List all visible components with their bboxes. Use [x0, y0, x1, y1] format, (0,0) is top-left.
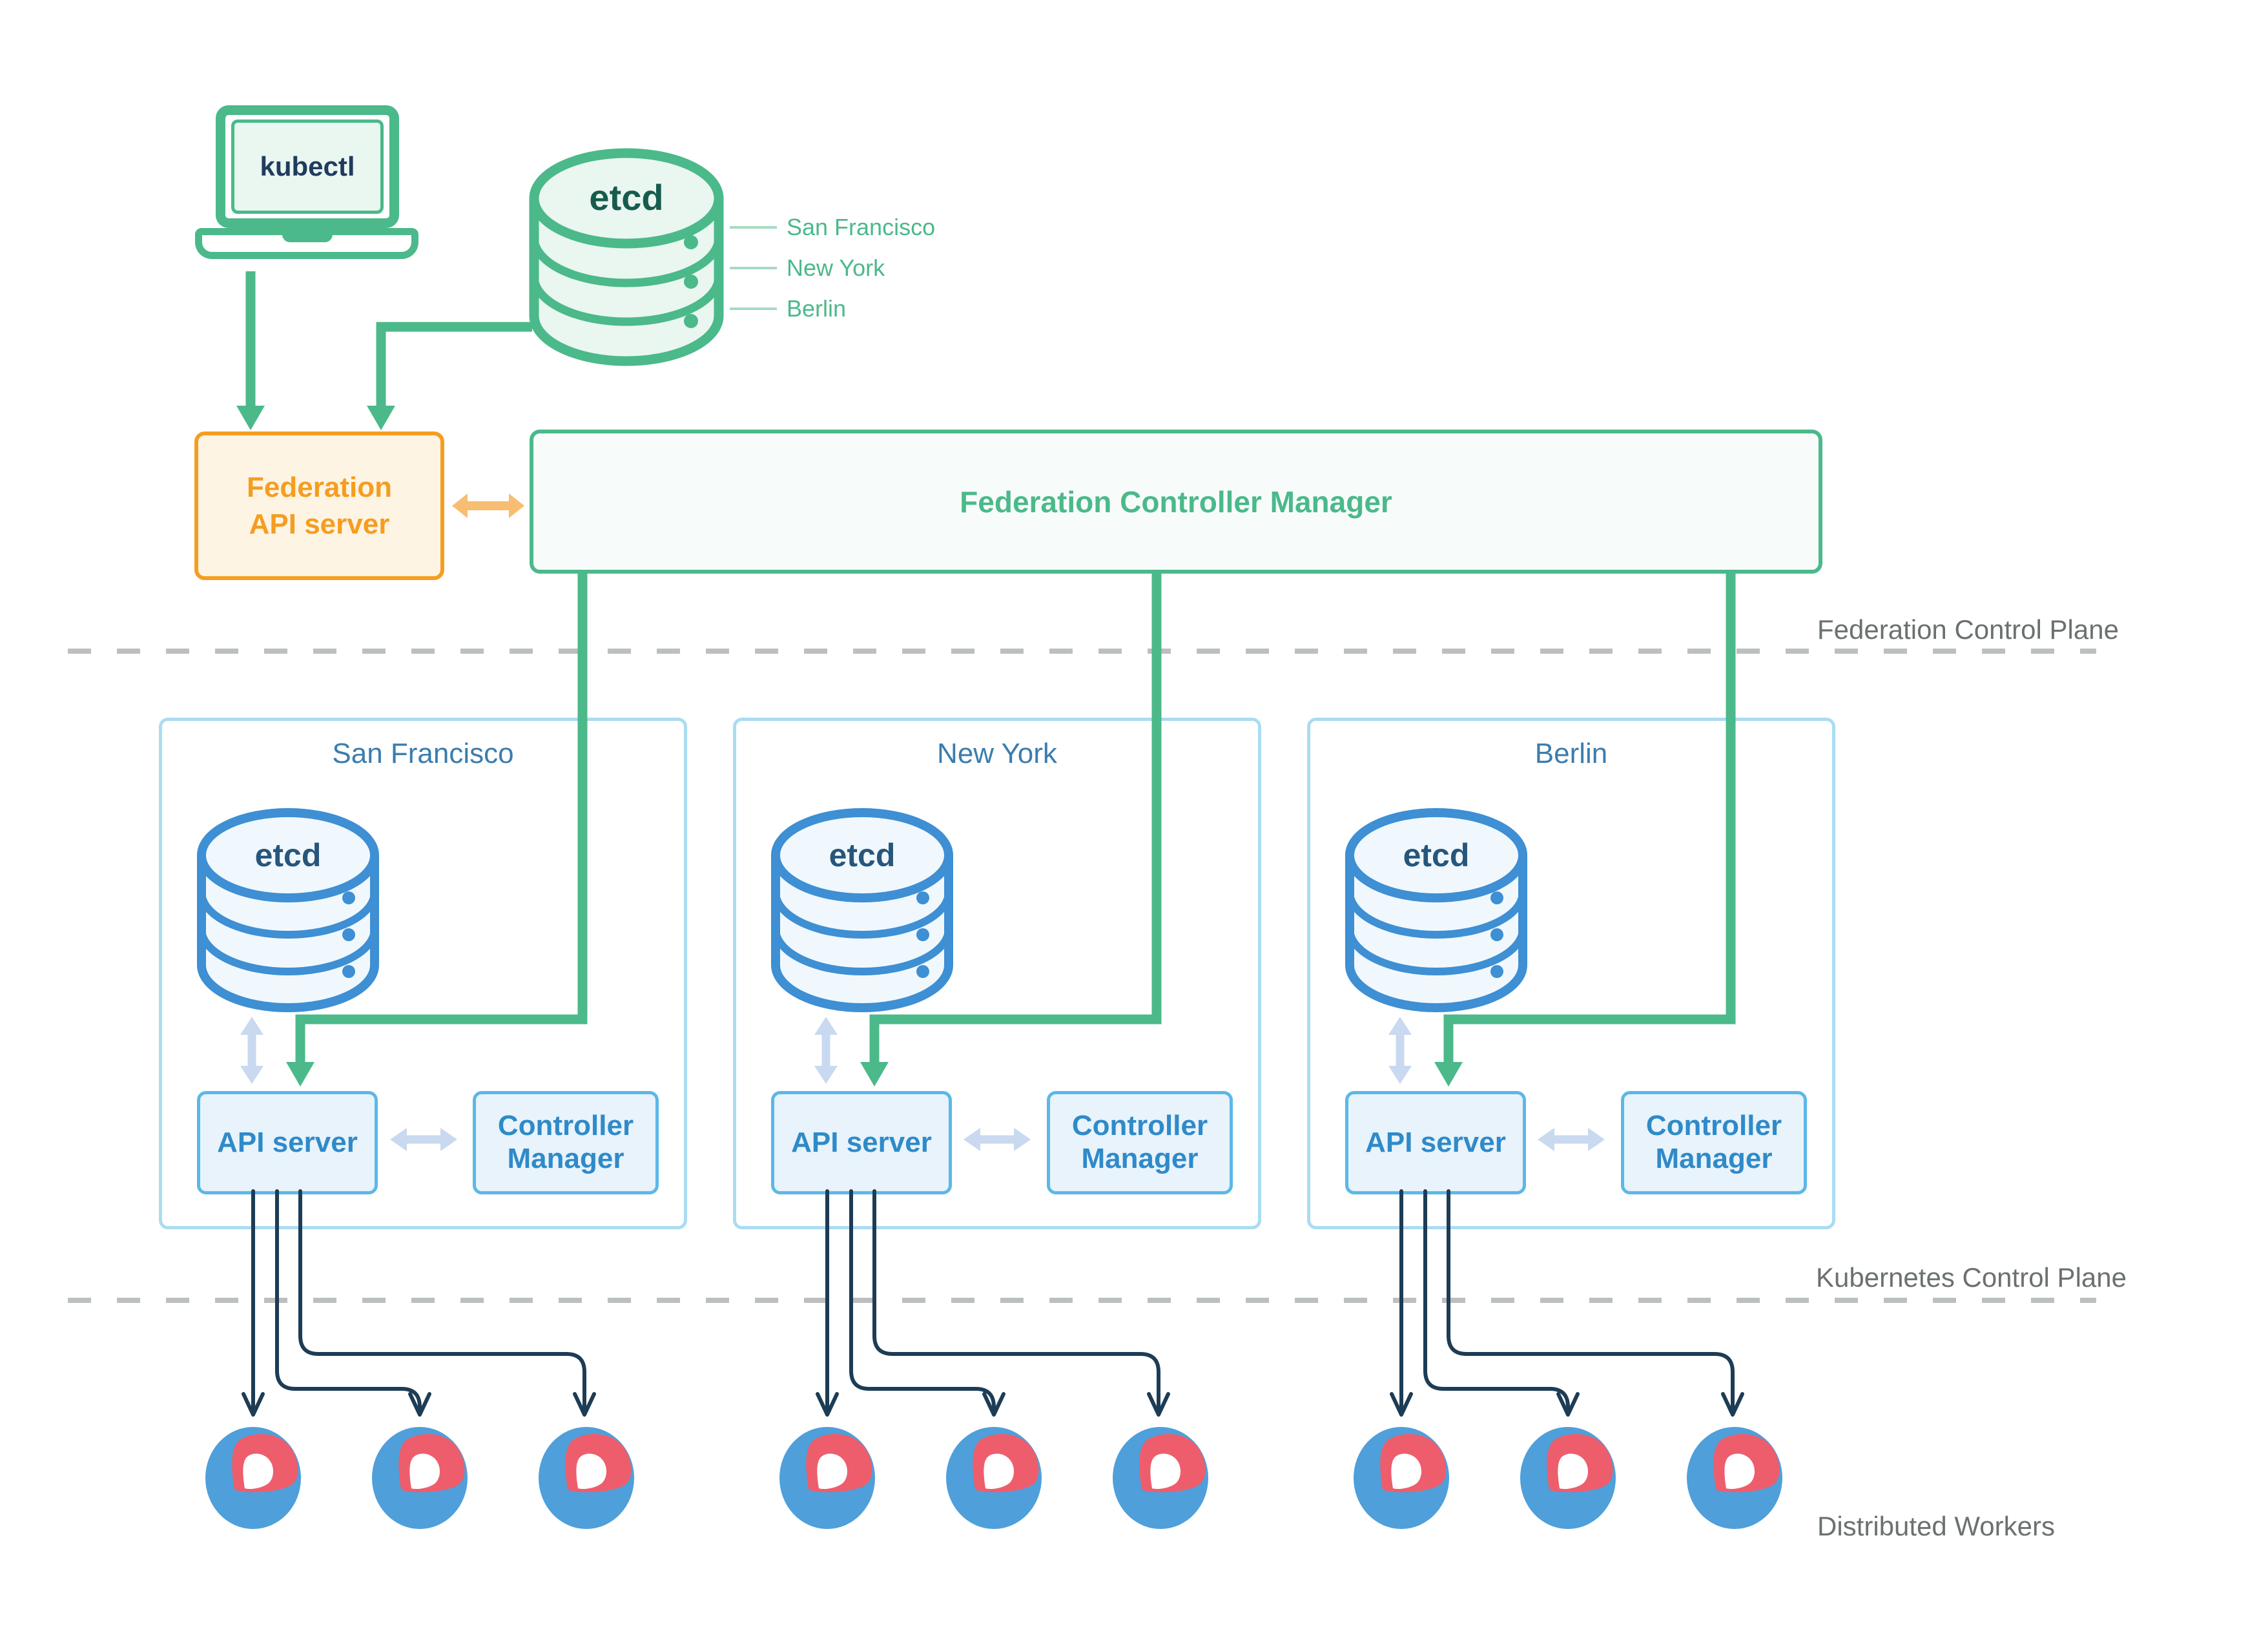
- worker-node-icon: [779, 1426, 876, 1530]
- fedapi-fcm-arrow: [452, 494, 524, 518]
- api-server-label: API server: [791, 1127, 932, 1158]
- controller-manager-box: Controller Manager: [1621, 1091, 1807, 1194]
- worker-node-icon: [945, 1426, 1042, 1530]
- etcd-to-fedapi-line: [376, 322, 532, 407]
- api-server-label: API server: [217, 1127, 358, 1158]
- federation-etcd-label: etcd: [589, 177, 663, 218]
- api-server-box: API server: [1345, 1091, 1526, 1194]
- cluster-title: New York: [937, 738, 1057, 769]
- worker-node-icon: [1353, 1426, 1450, 1530]
- worker-node-icon: [205, 1426, 302, 1530]
- etcd-cylinder-icon: etcd: [192, 804, 384, 1017]
- cluster-new-york: New York etcd API server Controller Mana…: [733, 718, 1261, 1229]
- federation-control-plane-label: Federation Control Plane: [1817, 614, 2119, 645]
- etcd-shard-new-york: New York: [787, 255, 885, 281]
- api-server-box: API server: [771, 1091, 952, 1194]
- etcd-shard-san-francisco: San Francisco: [787, 214, 936, 240]
- worker-node-icon: [1112, 1426, 1209, 1530]
- federation-api-server-box: Federation API server: [194, 432, 444, 580]
- kubernetes-control-plane-label: Kubernetes Control Plane: [1816, 1262, 2127, 1293]
- api-server-box: API server: [197, 1091, 378, 1194]
- cluster-etcd-label: etcd: [255, 837, 322, 873]
- federation-etcd-cylinder-icon: etcd: [529, 148, 724, 366]
- kubectl-laptop-notch: [282, 228, 333, 242]
- controller-manager-box: Controller Manager: [1047, 1091, 1233, 1194]
- cluster-san-francisco: San Francisco etcd API server Controller…: [159, 718, 687, 1229]
- worker-node-icon: [1686, 1426, 1783, 1530]
- controller-manager-box: Controller Manager: [473, 1091, 659, 1194]
- cluster-title: Berlin: [1534, 738, 1608, 769]
- federation-controller-manager-box: Federation Controller Manager: [530, 430, 1822, 574]
- cluster-etcd-label: etcd: [829, 837, 896, 873]
- cluster-title: San Francisco: [332, 738, 514, 769]
- worker-node-icon: [538, 1426, 635, 1530]
- api-server-label: API server: [1365, 1127, 1506, 1158]
- federation-controller-manager-label: Federation Controller Manager: [960, 484, 1392, 519]
- distributed-workers-label: Distributed Workers: [1817, 1511, 2055, 1541]
- etcd-cylinder-icon: etcd: [767, 804, 958, 1017]
- etcd-shard-ticks: [730, 226, 777, 310]
- kubectl-label: kubectl: [260, 151, 355, 182]
- etcd-shard-berlin: Berlin: [787, 295, 847, 322]
- etcd-cylinder-icon: etcd: [1341, 804, 1532, 1017]
- worker-node-icon: [1520, 1426, 1616, 1530]
- kubectl-laptop-screen: kubectl: [231, 120, 384, 214]
- worker-node-icon: [371, 1426, 468, 1530]
- cluster-etcd-label: etcd: [1403, 837, 1470, 873]
- federation-api-server-label: Federation API server: [247, 471, 392, 540]
- cluster-berlin: Berlin etcd API server Controller Manage…: [1307, 718, 1835, 1229]
